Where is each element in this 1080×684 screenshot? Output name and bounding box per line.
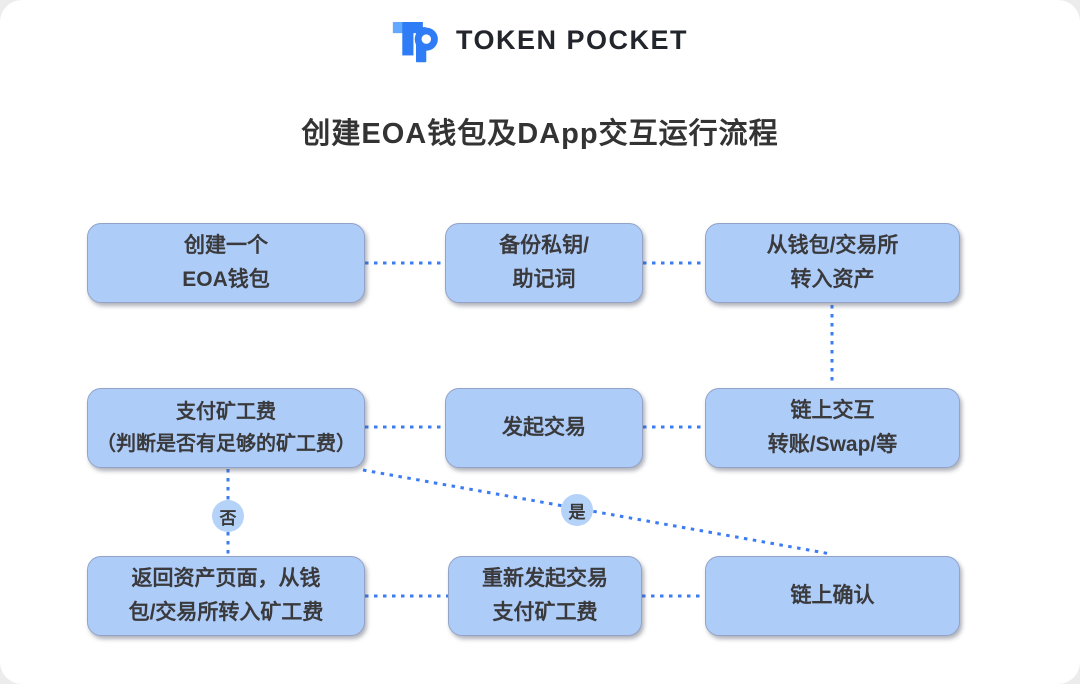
node-create-eoa-wallet: 创建一个 EOA钱包 xyxy=(87,223,365,303)
node-label: 转入资产 xyxy=(790,268,875,291)
node-label: 支付矿工费 xyxy=(492,601,598,624)
node-label: 发起交易 xyxy=(502,416,586,440)
node-label: EOA钱包 xyxy=(182,268,270,291)
node-label: 支付矿工费 xyxy=(176,401,276,423)
tokenpocket-logo-icon xyxy=(392,22,438,63)
node-label: 创建一个 xyxy=(184,234,268,258)
node-label: 备份私钥/ xyxy=(499,234,589,258)
node-label: 链上交互 xyxy=(790,399,875,423)
node-onchain-interaction: 链上交互 转账/Swap/等 xyxy=(705,388,960,468)
node-label: 从钱包/交易所 xyxy=(766,234,899,258)
node-return-asset-page: 返回资产页面，从钱 包/交易所转入矿工费 xyxy=(87,556,365,636)
node-label: （判断是否有足够的矿工费） xyxy=(96,433,356,455)
node-label: 返回资产页面，从钱 xyxy=(131,567,321,591)
decision-label-no: 否 xyxy=(212,500,244,532)
node-label: 助记词 xyxy=(512,268,576,291)
node-pay-miner-fee: 支付矿工费 （判断是否有足够的矿工费） xyxy=(87,388,365,468)
node-onchain-confirm: 链上确认 xyxy=(705,556,960,636)
page-title: 创建EOA钱包及DApp交互运行流程 xyxy=(301,118,779,150)
node-re-initiate-transaction: 重新发起交易 支付矿工费 xyxy=(448,556,642,636)
node-label: 转账/Swap/等 xyxy=(767,433,898,456)
brand-header: TOKEN POCKET xyxy=(0,18,1080,63)
node-label: 重新发起交易 xyxy=(482,567,608,591)
node-transfer-in-assets: 从钱包/交易所 转入资产 xyxy=(705,223,960,303)
decision-label-yes: 是 xyxy=(561,494,593,526)
node-label: 包/交易所转入矿工费 xyxy=(128,601,324,624)
node-label: 链上确认 xyxy=(790,584,875,608)
node-initiate-transaction: 发起交易 xyxy=(445,388,643,468)
node-backup-private-key: 备份私钥/ 助记词 xyxy=(445,223,643,303)
brand-name: TOKEN POCKET xyxy=(455,24,689,55)
